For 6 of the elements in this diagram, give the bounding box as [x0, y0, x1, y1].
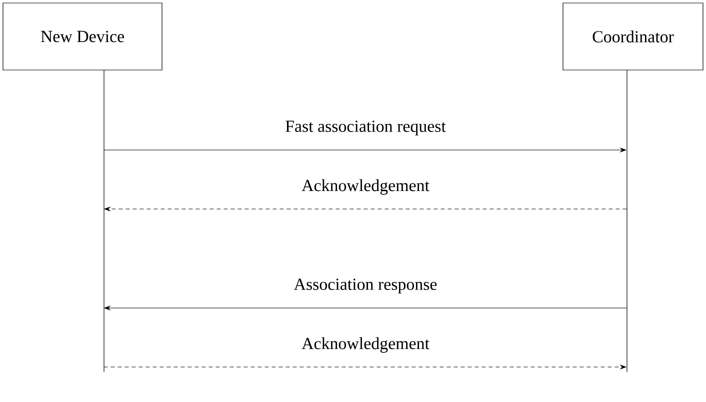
message-label: Acknowledgement [300, 178, 430, 196]
message-label: Association response [292, 278, 438, 294]
message-label: Acknowledgement [300, 336, 430, 354]
participant-box: New Device [2, 2, 162, 70]
message-label: Fast association request [284, 120, 447, 136]
participant-box: Coordinator [562, 2, 704, 70]
